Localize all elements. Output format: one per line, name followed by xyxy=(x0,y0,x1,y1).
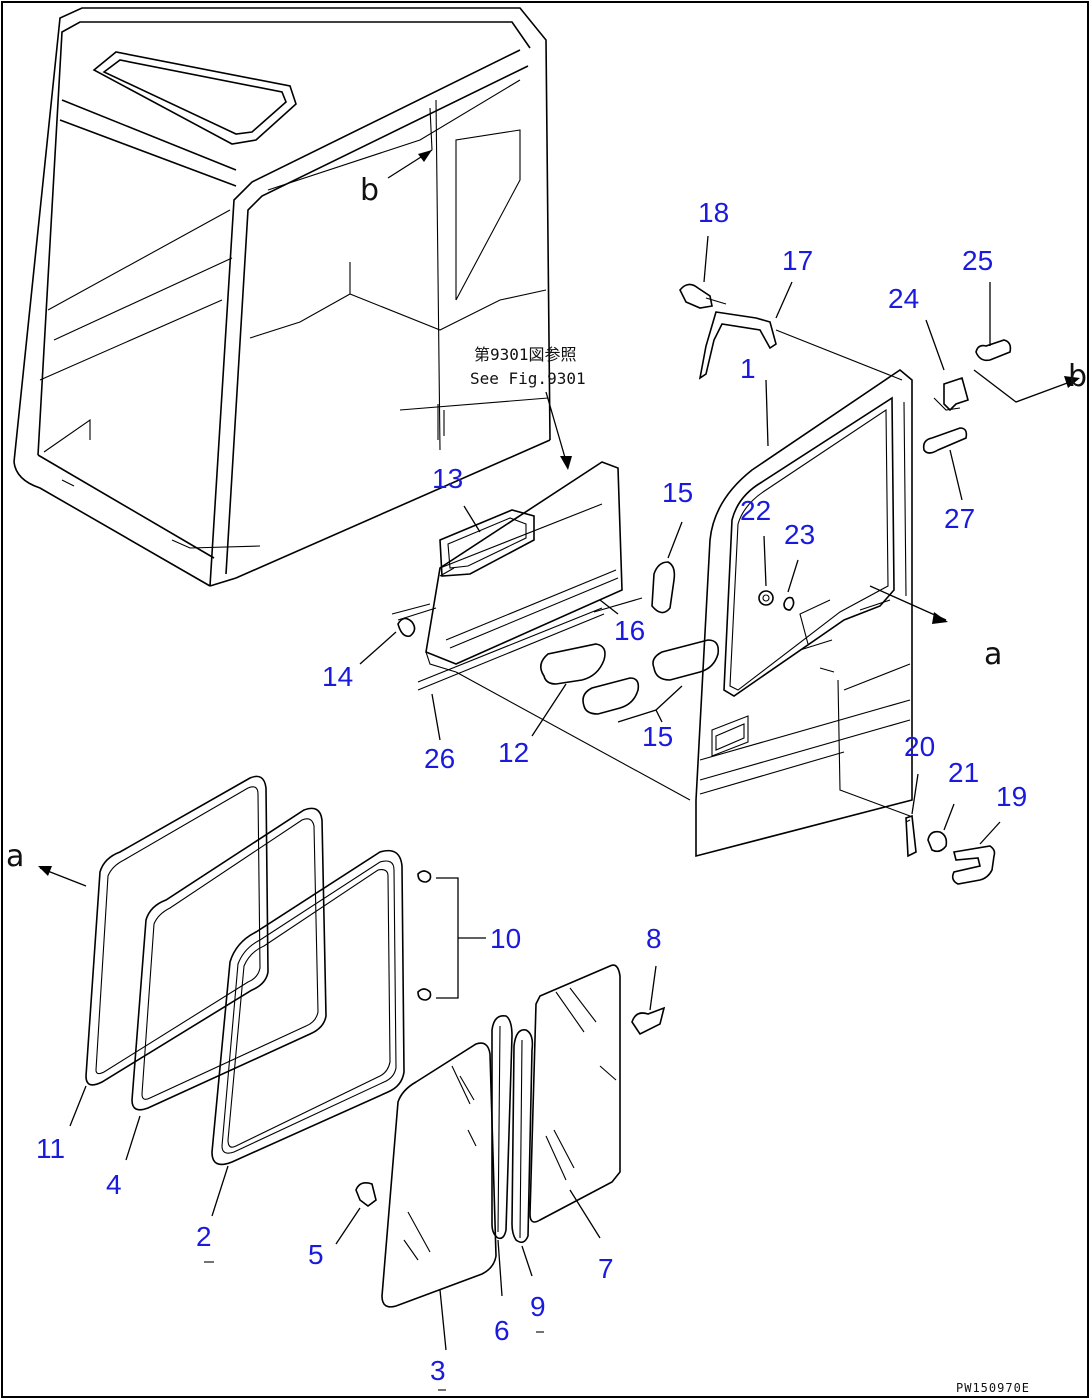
label-part-12: 12 xyxy=(498,737,529,768)
label-part-1: 1 xyxy=(740,353,756,384)
note-line-2: See Fig.9301 xyxy=(470,369,586,388)
lock-parts xyxy=(905,773,1001,885)
label-part-27: 27 xyxy=(944,503,975,534)
view-arrow-a-right: a xyxy=(869,585,1002,672)
reference-note: 第9301図参照 See Fig.9301 xyxy=(470,345,586,470)
misc-leaders xyxy=(431,505,619,741)
label-part-15-upper: 15 xyxy=(662,477,693,508)
part-8-clip xyxy=(631,965,666,1036)
label-part-11: 11 xyxy=(36,1133,65,1164)
note-line-1: 第9301図参照 xyxy=(474,345,577,364)
door-assembly xyxy=(695,329,913,858)
seal-2 xyxy=(211,849,405,1217)
label-part-6: 6 xyxy=(494,1315,510,1346)
part-10-clips xyxy=(417,870,486,1001)
label-part-7: 7 xyxy=(598,1253,614,1284)
strips-6-9 xyxy=(491,1014,534,1297)
label-part-25: 25 xyxy=(962,245,993,276)
hinge-parts: b xyxy=(922,282,1087,501)
part-labels: 1 2 3 4 5 6 7 8 9 10 11 12 13 14 15 15 1… xyxy=(36,197,1027,1386)
label-part-14: 14 xyxy=(322,661,353,692)
label-part-9: 9 xyxy=(530,1291,546,1322)
seal-11 xyxy=(69,775,269,1127)
label-part-20: 20 xyxy=(904,731,935,762)
cover-plates xyxy=(531,521,720,737)
view-letter-b-top: b xyxy=(360,173,379,208)
label-part-23: 23 xyxy=(784,519,815,550)
view-letter-b-right: b xyxy=(1068,359,1087,394)
label-part-21: 21 xyxy=(948,757,979,788)
part-14-clip xyxy=(359,617,416,665)
inner-panel xyxy=(391,461,691,801)
view-arrow-a-left: a xyxy=(6,839,87,887)
cab-frame xyxy=(13,7,551,587)
part-17-handrail xyxy=(679,235,793,380)
label-part-3: 3 xyxy=(430,1355,446,1386)
label-part-19: 19 xyxy=(996,781,1027,812)
label-part-10: 10 xyxy=(490,923,521,954)
label-part-24: 24 xyxy=(888,283,919,314)
label-part-4: 4 xyxy=(106,1169,122,1200)
view-letter-a-left: a xyxy=(6,839,24,874)
label-part-15-lower: 15 xyxy=(642,721,673,752)
seal-4 xyxy=(125,807,327,1161)
label-part-8: 8 xyxy=(646,923,662,954)
label-part-18: 18 xyxy=(698,197,729,228)
label-part-26: 26 xyxy=(424,743,455,774)
label-part-2: 2 xyxy=(196,1221,212,1252)
glass-3 xyxy=(381,1042,497,1351)
glass-7 xyxy=(529,964,621,1239)
label-part-16: 16 xyxy=(614,615,645,646)
label-part-13: 13 xyxy=(432,463,463,494)
drawing-code: PW150970E xyxy=(956,1381,1030,1395)
label-part-22: 22 xyxy=(740,495,771,526)
tick-marks xyxy=(204,1261,544,1391)
label-part-17: 17 xyxy=(782,245,813,276)
fasteners-22-23 xyxy=(758,535,799,611)
part-5-clip xyxy=(335,1182,377,1245)
view-letter-a-right: a xyxy=(984,637,1002,672)
label-part-5: 5 xyxy=(308,1239,324,1270)
view-arrow-b-top: b xyxy=(360,149,433,208)
